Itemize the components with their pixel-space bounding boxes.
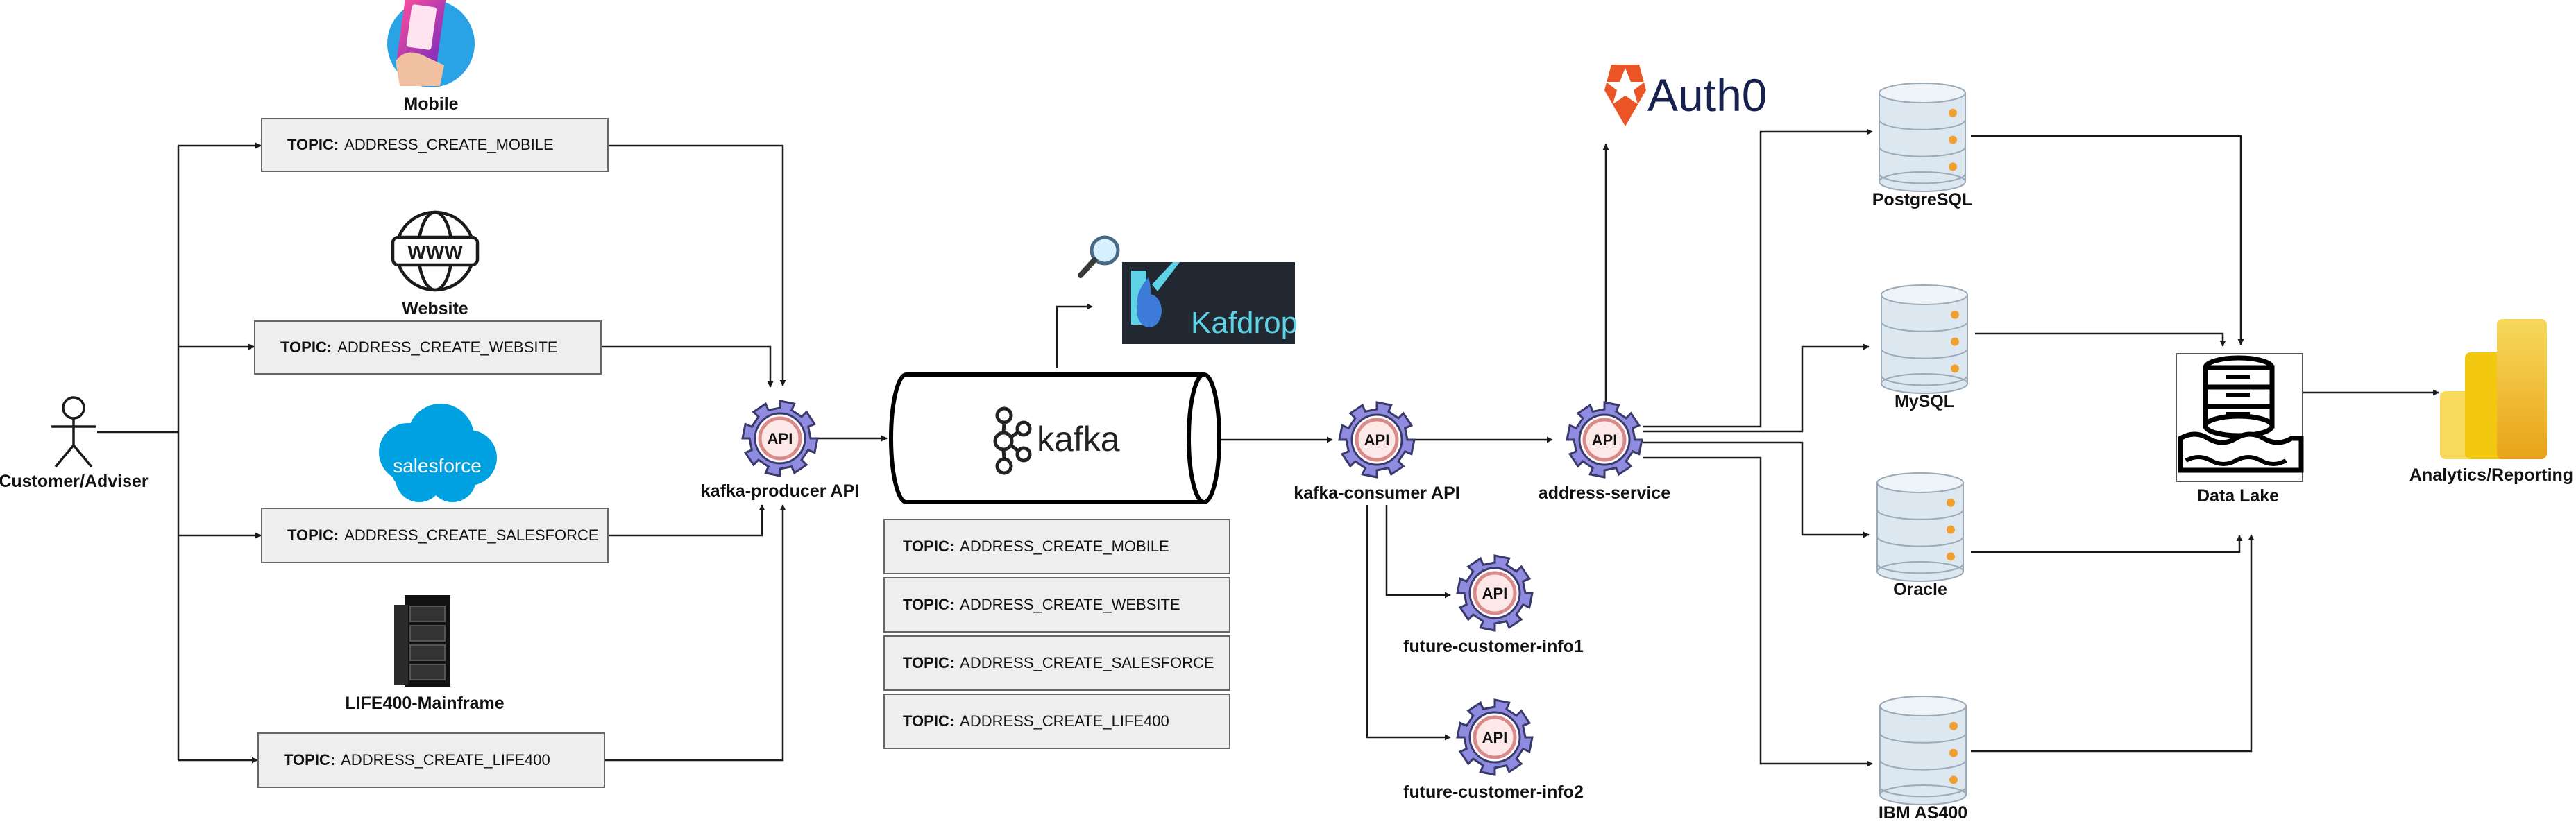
oracle-database-icon: [1876, 472, 1964, 582]
www-globe-icon: [391, 210, 480, 292]
kafdrop-logo-text: Kafdrop: [1191, 306, 1298, 340]
connector-lines: [97, 128, 2439, 767]
power-bi-icon: [2440, 319, 2547, 459]
postgresql-database-icon: [1879, 83, 1966, 192]
topic-name: ADDRESS_CREATE_LIFE400: [341, 751, 550, 769]
topic-name: ADDRESS_CREATE_SALESFORCE: [344, 526, 599, 544]
topic-name: ADDRESS_CREATE_SALESFORCE: [960, 654, 1214, 671]
producer-topic-box: TOPIC: ADDRESS_CREATE_WEBSITE: [254, 320, 602, 375]
database-label-mysql: MySQL: [1894, 392, 1955, 411]
topic-prefix: TOPIC:: [280, 338, 332, 356]
kafka-topic-box: TOPIC: ADDRESS_CREATE_MOBILE: [883, 519, 1230, 574]
source-label-website: Website: [402, 299, 468, 318]
database-label-postgresql: PostgreSQL: [1872, 190, 1973, 209]
topic-name: ADDRESS_CREATE_MOBILE: [344, 136, 554, 153]
data-lake-label: Data Lake: [2196, 486, 2280, 506]
data-lake-icon: [2176, 353, 2304, 482]
api-icon-text: API: [1482, 729, 1508, 746]
topic-prefix: TOPIC:: [903, 538, 955, 555]
future-service-label-1: future-customer-info1: [1403, 637, 1584, 656]
www-text: WWW: [407, 241, 463, 263]
producer-topic-box: TOPIC: ADDRESS_CREATE_SALESFORCE: [261, 508, 609, 563]
topic-prefix: TOPIC:: [287, 526, 339, 544]
api-icon-text: API: [1482, 585, 1508, 602]
analytics-label: Analytics/Reporting: [2409, 465, 2574, 485]
magnifier-icon: [1078, 235, 1120, 278]
ibm-as400-database-icon: [1879, 696, 1967, 805]
salesforce-cloud-logo: [379, 404, 497, 502]
mobile-phone-icon: [387, 0, 475, 87]
topic-prefix: TOPIC:: [903, 654, 955, 671]
topic-name: ADDRESS_CREATE_WEBSITE: [337, 338, 558, 356]
customer-adviser-figure-icon: [51, 396, 96, 468]
topic-prefix: TOPIC:: [284, 751, 336, 769]
customer-adviser-label: Customer/Adviser: [0, 472, 149, 491]
topic-name: ADDRESS_CREATE_LIFE400: [960, 712, 1169, 730]
topic-prefix: TOPIC:: [903, 596, 955, 613]
auth0-shield-logo: [1604, 65, 1646, 126]
kafka-producer-api-icon: API: [741, 400, 819, 477]
mysql-database-icon: [1881, 284, 1968, 394]
server-rack-icon: [394, 595, 450, 687]
kafdrop-logo: [1122, 262, 1295, 344]
kafka-logo: [993, 406, 1032, 475]
source-label-mobile: Mobile: [403, 94, 459, 114]
kafka-consumer-api-icon: API: [1338, 401, 1416, 479]
future-service-label-2: future-customer-info2: [1403, 782, 1584, 802]
topic-prefix: TOPIC:: [287, 136, 339, 153]
producer-topic-box: TOPIC: ADDRESS_CREATE_MOBILE: [261, 118, 609, 172]
api-icon-text: API: [1364, 431, 1390, 449]
api-icon-text: API: [768, 430, 793, 447]
kafka-topic-box: TOPIC: ADDRESS_CREATE_LIFE400: [883, 694, 1230, 749]
topic-name: ADDRESS_CREATE_MOBILE: [960, 538, 1169, 555]
database-label-ibm-as400: IBM AS400: [1878, 803, 1968, 823]
producer-topic-box: TOPIC: ADDRESS_CREATE_LIFE400: [257, 732, 605, 788]
address-service-api-icon: API: [1566, 401, 1643, 479]
future-customer-info2-api-icon: API: [1456, 698, 1534, 776]
kafka-broker-cylinder: [889, 372, 1221, 504]
kafka-topic-box: TOPIC: ADDRESS_CREATE_WEBSITE: [883, 577, 1230, 633]
kafka-consumer-label: kafka-consumer API: [1294, 483, 1460, 503]
address-service-label: address-service: [1538, 483, 1671, 503]
auth0-logo-text: Auth0: [1647, 69, 1767, 121]
kafka-topic-box: TOPIC: ADDRESS_CREATE_SALESFORCE: [883, 635, 1230, 691]
source-label-mainframe: LIFE400-Mainframe: [345, 694, 505, 713]
salesforce-logo-text: salesforce: [393, 455, 482, 477]
kafka-logo-text: kafka: [1037, 420, 1120, 458]
topic-name: ADDRESS_CREATE_WEBSITE: [960, 596, 1180, 613]
kafka-producer-label: kafka-producer API: [700, 481, 860, 501]
future-customer-info1-api-icon: API: [1456, 554, 1534, 632]
api-icon-text: API: [1592, 431, 1618, 449]
topic-prefix: TOPIC:: [903, 712, 955, 730]
database-label-oracle: Oracle: [1893, 580, 1947, 599]
